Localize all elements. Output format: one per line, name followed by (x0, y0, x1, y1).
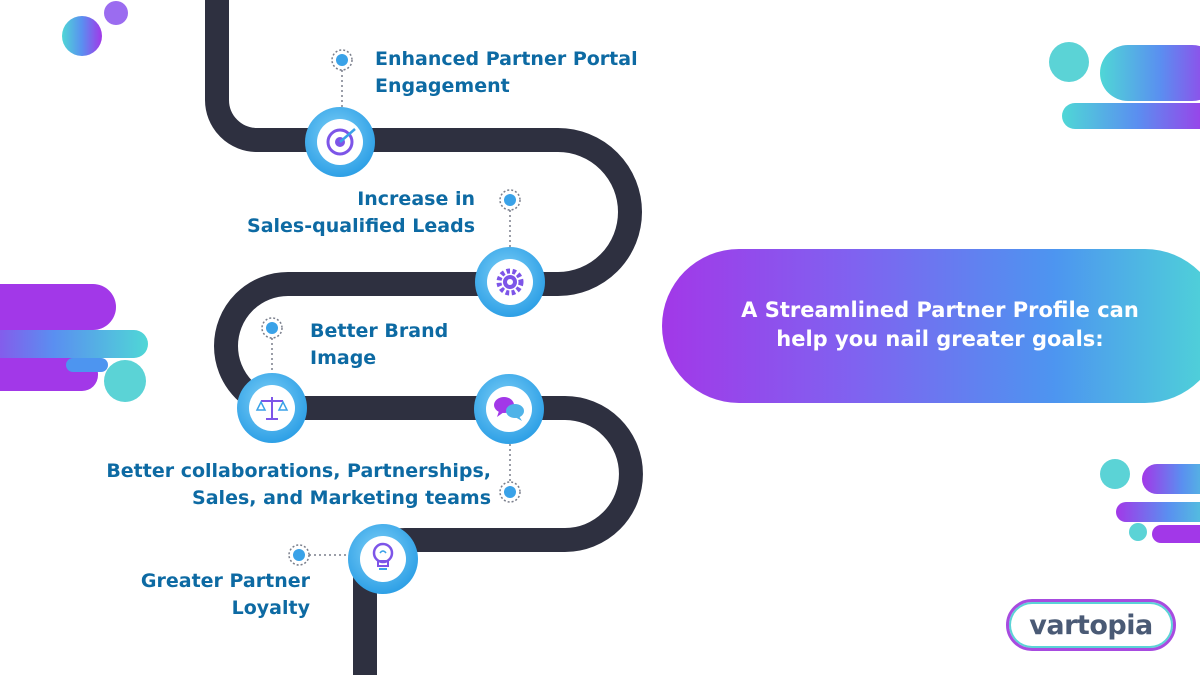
lightbulb-icon (348, 524, 418, 594)
vartopia-logo: vartopia (1006, 599, 1176, 651)
headline-line: A Streamlined Partner Profile can (741, 298, 1139, 322)
decor-left-middle (0, 284, 148, 402)
goal-label-engagement: Enhanced Partner Portal Engagement (375, 46, 638, 100)
goal-line: Increase in (357, 188, 475, 210)
goal-label-loyalty: Greater Partner Loyalty (141, 568, 310, 622)
goal-line: Sales-qualified Leads (247, 215, 475, 237)
goal-line: Better collaborations, Partnerships, (106, 460, 491, 482)
headline-text: A Streamlined Partner Profile can help y… (690, 296, 1190, 354)
goal-line: Engagement (375, 75, 510, 97)
headline-line: help you nail greater goals: (776, 327, 1104, 351)
goal-line: Better Brand (310, 320, 449, 342)
gear-icon (475, 247, 545, 317)
winding-road (205, 0, 643, 675)
chat-bubbles-icon (474, 374, 544, 444)
goal-label-leads: Increase in Sales-qualified Leads (247, 186, 475, 240)
goal-line: Image (310, 347, 377, 369)
headline-banner (662, 249, 1200, 403)
scale-icon (237, 373, 307, 443)
decor-top-left (62, 1, 128, 56)
decor-top-right (1049, 42, 1200, 129)
target-icon (305, 107, 375, 177)
pin-dots (261, 49, 521, 566)
decor-right-bottom (1100, 459, 1200, 543)
goal-line: Sales, and Marketing teams (192, 487, 491, 509)
goal-line: Enhanced Partner Portal (375, 48, 638, 70)
goal-line: Loyalty (231, 597, 310, 619)
goal-line: Greater Partner (140, 570, 310, 592)
goal-label-brand: Better Brand Image (310, 318, 448, 372)
logo-text: vartopia (1029, 609, 1153, 641)
goal-label-collaborations: Better collaborations, Partnerships, Sal… (106, 458, 491, 512)
